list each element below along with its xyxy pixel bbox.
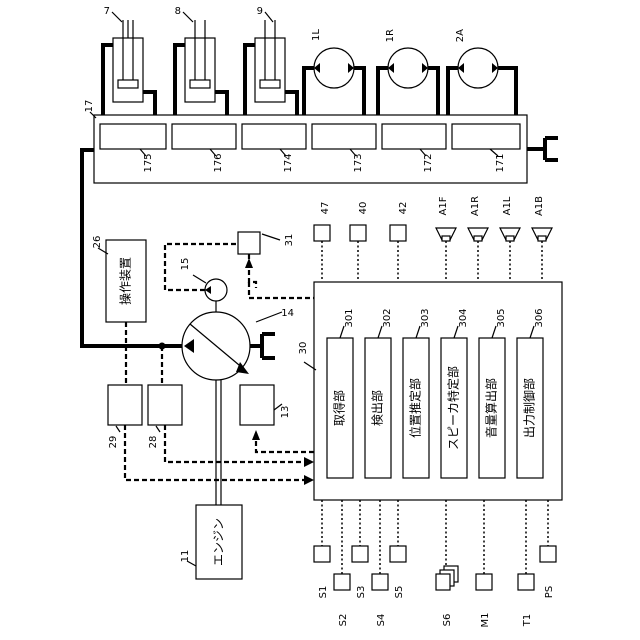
label-306: 306 [534,308,545,327]
speaker-A1R: A1R [468,196,488,282]
motor-1R: 1R [378,29,438,115]
label-301: 301 [344,308,355,327]
label-305: 305 [496,308,507,327]
speaker-A1B: A1B [532,196,552,282]
sensor-S6: S6 [436,500,458,626]
label-S3: S3 [356,586,367,599]
speaker-A1F: A1F [436,196,456,282]
motor-1L: 1L [304,29,364,115]
line-31-to-controller [249,282,314,298]
sensor-M1: M1 [476,500,492,628]
label-42: 42 [398,202,409,215]
arrow-29 [304,475,314,485]
label-PS: PS [544,586,555,598]
label-15: 15 [180,258,191,271]
label-1L: 1L [311,29,322,41]
pilot-pump-15: 15 [180,258,227,312]
label-171: 171 [495,153,506,172]
engine-label: エンジン [212,518,226,566]
label-304: 304 [458,308,469,327]
controller-30: 30 取得部 検出部 位置推定部 スピーカ特定部 音量算出部 出力制御部 301… [298,282,562,500]
label-1R: 1R [385,29,396,42]
sensor-29: 29 [108,385,142,448]
label-S1: S1 [318,586,329,599]
label-A1F: A1F [438,196,449,215]
block-302-label: 検出部 [370,390,385,426]
operation-device-label: 操作装置 [118,257,133,305]
block-306-label: 出力制御部 [522,378,537,438]
label-31: 31 [284,234,295,247]
label-S4: S4 [376,614,387,627]
label-175: 175 [143,153,154,172]
sensor-31: 31 [238,232,295,288]
sensor-47: 47 [314,202,331,282]
regulator-13: 13 [240,385,291,440]
sensor-42: 42 [390,202,409,282]
block-305-label: 音量算出部 [484,378,499,438]
label-176: 176 [213,153,224,172]
speaker-A1L: A1L [500,196,520,282]
label-17: 17 [84,100,95,113]
label-T1: T1 [522,614,533,627]
engine-11: エンジン 11 [180,505,242,579]
block-304-label: スピーカ特定部 [446,366,461,450]
sensor-S3: S3 [352,500,368,598]
pump-14: 14 [182,308,294,505]
label-173: 173 [353,153,364,172]
arrow-28 [304,457,314,467]
label-47: 47 [320,202,331,215]
pilot-line [165,244,238,290]
label-S6: S6 [442,614,453,627]
label-8: 8 [175,6,181,17]
sensor-28: 28 [148,385,182,448]
label-26: 26 [92,236,103,249]
label-303: 303 [420,308,431,327]
sensor-PS: PS [540,500,556,598]
label-174: 174 [283,153,294,172]
sensor-S2: S2 [334,500,350,626]
label-A1R: A1R [470,196,481,216]
label-13: 13 [280,406,291,419]
sensor-T1: T1 [518,500,534,627]
sensor-40: 40 [350,202,369,282]
label-14: 14 [281,308,294,319]
line-controller-to-13 [256,432,314,452]
cylinder-8: 8 [175,6,227,115]
label-302: 302 [382,308,393,327]
label-11: 11 [180,550,191,563]
operation-device-26: 操作装置 26 [92,236,146,322]
label-A1L: A1L [502,196,513,215]
label-2A: 2A [455,29,466,42]
sensor-S4: S4 [372,500,388,626]
motor-2A: 2A [448,29,516,115]
block-301-label: 取得部 [332,390,347,426]
label-9: 9 [257,6,263,17]
sensor-S5: S5 [390,500,406,598]
label-40: 40 [358,202,369,215]
line-28-to-controller [165,425,304,462]
label-29: 29 [108,436,119,449]
label-172: 172 [423,153,434,172]
block-303-label: 位置推定部 [408,378,423,438]
label-S5: S5 [394,586,405,599]
label-28: 28 [148,436,159,449]
label-30: 30 [298,342,309,355]
sensor-S1: S1 [314,500,330,598]
label-7: 7 [104,6,110,17]
cylinder-7: 7 [103,6,155,115]
cylinder-9: 9 [245,6,297,115]
label-S2: S2 [338,614,349,627]
label-A1B: A1B [534,196,545,216]
label-M1: M1 [480,613,491,628]
